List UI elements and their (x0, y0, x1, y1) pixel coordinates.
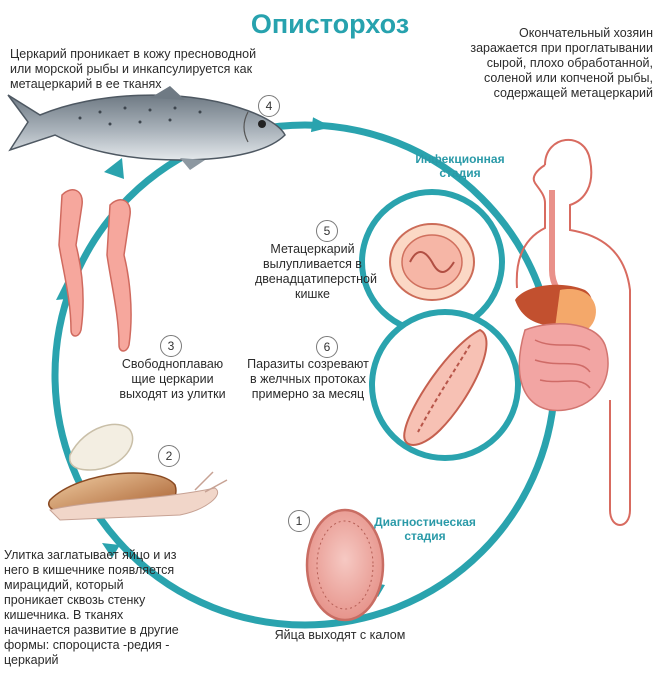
host-text: Окончательный хозяин заражается при прог… (470, 26, 653, 100)
adult-fluke (403, 328, 488, 446)
step-4-badge: 4 (258, 95, 280, 117)
fish (7, 86, 286, 170)
arrow-top (310, 117, 332, 133)
step-3-badge: 3 (160, 335, 182, 357)
step-2-badge: 2 (158, 445, 180, 467)
step-2-text: Улитка заглатывает яйцо и из него в кише… (4, 548, 179, 667)
step-5-text: Метацеркарий вылупливается в двенадцатип… (255, 242, 377, 301)
esophagus (549, 190, 572, 303)
human-silhouette (515, 138, 631, 526)
step-1-badge: 1 (288, 510, 310, 532)
step-1-text: Яйца выходят с калом (274, 628, 406, 642)
step-3-text: Свободноплаваю щие церкарии выходят из у… (119, 357, 226, 401)
diagnostic-stage-label: Диагностическая стадия (374, 515, 476, 543)
snail (48, 423, 228, 521)
page-title: Описторхоз (250, 9, 410, 39)
step-6-text: Паразиты созревают в желчных протоках пр… (247, 357, 369, 401)
egg (305, 508, 385, 622)
step-4-text: Церкарий проникает в кожу пресноводной и… (10, 47, 257, 91)
cercariae (58, 189, 132, 352)
arrow-bottom-left (102, 543, 120, 558)
step-5-badge: 5 (316, 220, 338, 242)
step-6-badge: 6 (316, 336, 338, 358)
arrow-upper-left (104, 158, 124, 179)
infection-stage-label: Инфекционная стадия (415, 152, 505, 180)
digestive-organs (515, 284, 609, 412)
